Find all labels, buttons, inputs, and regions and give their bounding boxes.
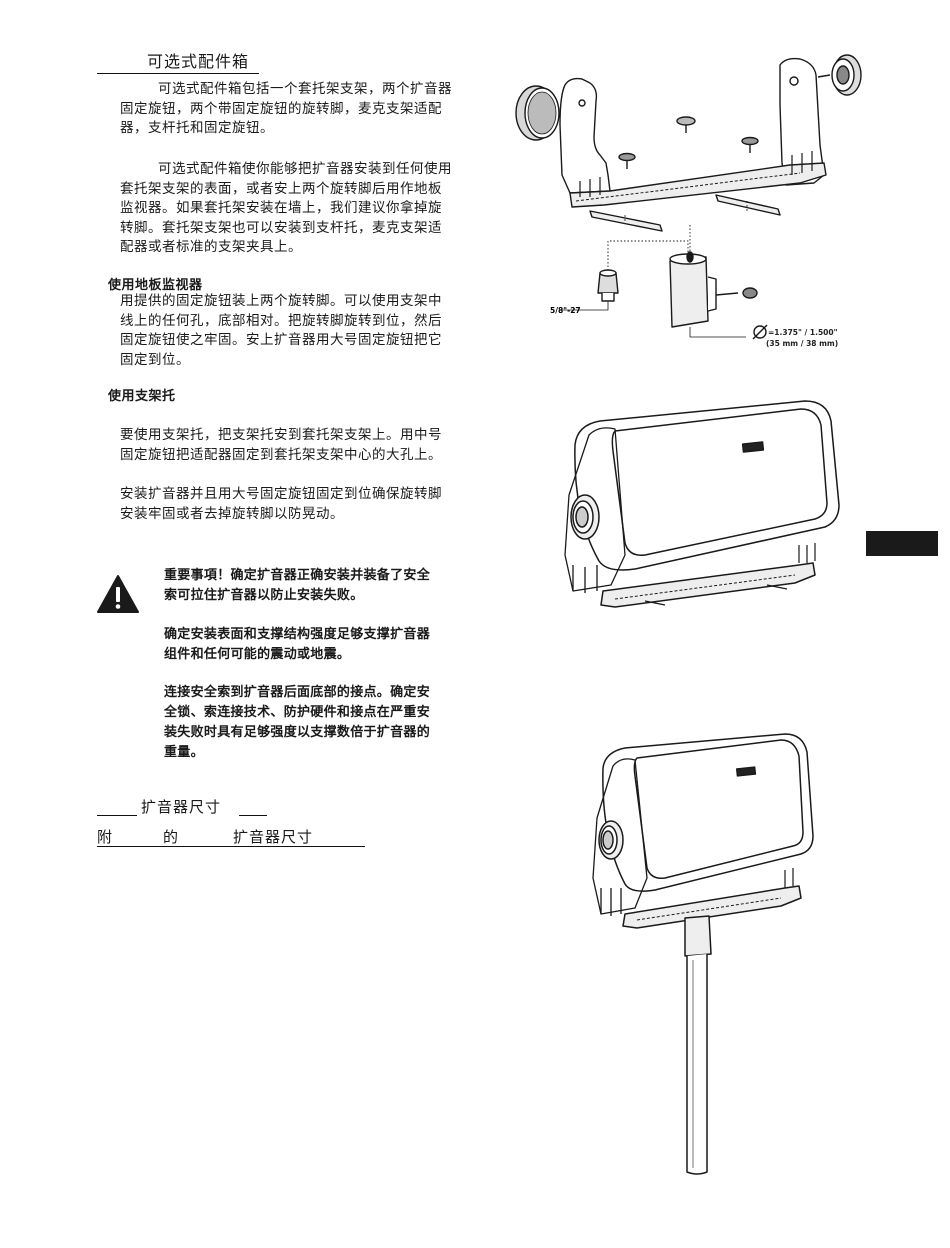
warning-block-1: 重要事項！确定扩音器正确安装并装备了安全 索可拉住扩音器以防止安装失败。 [164,566,430,606]
floor-monitor-heading: 使用地板监视器 [108,278,203,293]
usage-line: 转脚。套托架支架也可以安装到支杆托，麦克支架适 [120,219,442,236]
pole-line: 要使用支架托，把支架托安到套托架支架上。用中号 [120,427,442,443]
mic-stand-adapter-icon [562,269,619,311]
pole-cup-body-1: 要使用支架托，把支架托安到套托架支架上。用中号 固定旋钮把适配器固定到套托架支架… [120,426,442,465]
accessory-kit-heading: 可选式配件箱 [97,52,259,74]
pole-cup-body-2: 安装扩音器并且用大号固定旋钮固定到位确保旋转脚 安装牢固或者去掉旋转脚以防晃动。 [120,485,442,524]
floor-line: 线上的任何孔，底部相对。把旋转脚旋转到位，然后 [120,312,442,329]
warning-line: 重要事項！确定扩音器正确安装并装备了安全 [164,568,431,583]
warning-line: 装失败时具有足够强度以支撑数倍于扩音器的 [164,725,431,740]
pole-line: 固定旋钮把适配器固定到套托架支架中心的大孔上。 [120,446,442,463]
brand-logo-icon [735,766,757,777]
accessory-kit-title: 可选式配件箱 [147,52,250,71]
accessory-usage: 可选式配件箱使你能够把扩音器安装到任何使用 套托架支架的表面，或者安上两个旋转脚… [120,160,452,258]
dimensions-sub-c: 扩音器尺寸 [233,828,314,846]
accessory-intro: 可选式配件箱包括一个套托架支架，两个扩音器 固定旋钮，两个带固定旋钮的旋转脚，麦… [120,80,452,139]
floor-monitor-body: 用提供的固定旋钮装上两个旋转脚。可以使用支架中 线上的任何孔，底部相对。把旋转脚… [120,292,442,370]
speaker-floor-monitor-diagram [564,400,840,608]
brand-logo-icon [741,441,765,453]
usage-line: 可选式配件箱使你能够把扩音器安装到任何使用 [158,161,452,177]
left-knob-icon [515,85,560,141]
speaker-side-knob-icon [598,820,624,860]
dimensions-heading: 扩音器尺寸 [97,796,268,816]
section-tab-marker [866,531,938,556]
usage-line: 监视器。如果套托架安装在墙上，我们建议你拿掉旋 [120,200,442,216]
bracket-kit-exploded-diagram: 5/8"-27 =1.375" / 1.500" (35 mm / 38 mm) [515,54,862,348]
thread-size-label: 5/8"-27 [550,306,581,315]
pole-icon [684,915,712,1175]
warning-line: 确定安装表面和支撑结构强度足够支撑扩音器 [164,627,431,642]
pole-cup-heading: 使用支架托 [108,389,176,404]
bracket-knob-icon [618,116,759,169]
intro-line: 固定旋钮，两个带固定旋钮的旋转脚，麦克支架适配 [120,100,442,117]
speaker-pole-mount-diagram [592,733,814,1175]
warning-line: 连接安全索到扩音器后面底部的接点。确定安 [164,685,431,700]
swivel-foot-icon [589,194,781,232]
warning-triangle-icon [97,575,139,613]
warning-block-2: 确定安装表面和支撑结构强度足够支撑扩音器 组件和任何可能的震动或地震。 [164,625,430,665]
diameter-label: =1.375" / 1.500" [768,328,838,337]
floor-line: 固定到位。 [120,351,190,368]
usage-line: 套托架支架的表面，或者安上两个旋转脚后用作地板 [120,180,442,197]
warning-line: 重量。 [164,745,204,760]
dimensions-sub-b: 的 [163,828,180,846]
speaker-side-knob-icon [570,494,600,540]
intro-line: 器，支杆托和固定旋钮。 [120,120,274,136]
dimensions-sub-a: 附 [97,828,114,846]
usage-line: 配器或者标准的支架夹具上。 [120,239,302,255]
pole-line: 安装扩音器并且用大号固定旋钮固定到位确保旋转脚 [120,486,442,502]
dimensions-title: 扩音器尺寸 [141,798,222,816]
warning-block-3: 连接安全索到扩音器后面底部的接点。确定安 全锁、索连接技术、防护硬件和接点在严重… [164,683,430,763]
pole-line: 安装牢固或者去掉旋转脚以防晃动。 [120,505,344,522]
pole-cup-icon [669,251,758,338]
diameter-mm-label: (35 mm / 38 mm) [766,339,838,348]
right-knob-icon [817,54,862,96]
diameter-symbol-icon [752,324,768,340]
floor-line: 用提供的固定旋钮装上两个旋转脚。可以使用支架中 [120,293,442,309]
warning-line: 组件和任何可能的震动或地震。 [164,647,351,662]
warning-line: 全锁、索连接技术、防护硬件和接点在严重安 [164,705,431,720]
dimensions-subheading: 附 的 扩音器尺寸 [97,826,365,847]
floor-line: 固定旋钮使之牢固。安上扩音器用大号固定旋钮把它 [120,332,442,348]
intro-line: 可选式配件箱包括一个套托架支架，两个扩音器 [158,81,452,97]
warning-line: 索可拉住扩音器以防止安装失败。 [164,588,364,603]
